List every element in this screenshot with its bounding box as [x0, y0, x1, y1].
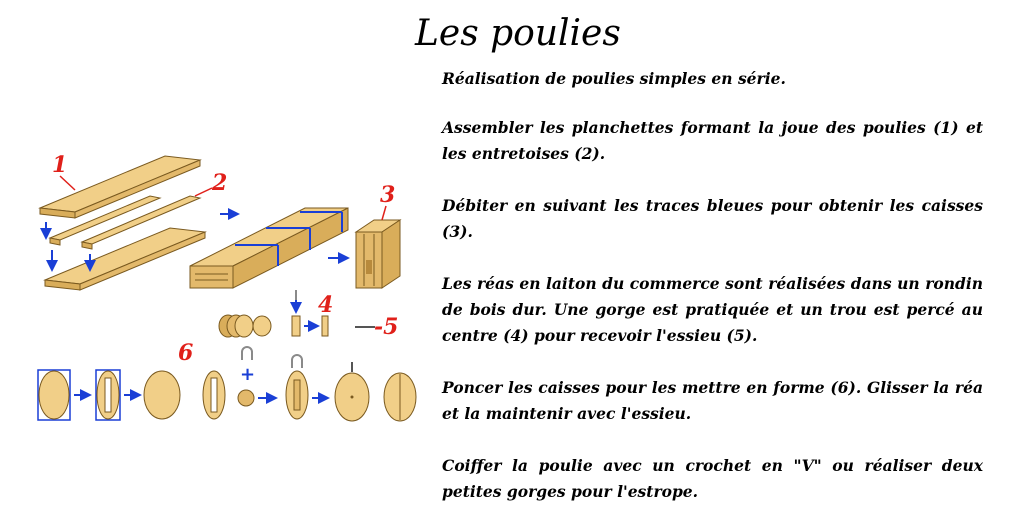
- instructions-text: Réalisation de poulies simples en série.…: [442, 66, 983, 531]
- sheave-with-hole: [321, 315, 329, 337]
- paragraph-assemble: Assembler les planchettes formant la jou…: [442, 118, 983, 163]
- assembled-block: [189, 207, 349, 289]
- paragraph-cut: Débiter en suivant les traces bleues pou…: [442, 196, 983, 241]
- label-4: 4: [318, 292, 333, 318]
- plank-cheek-1b: [43, 227, 207, 291]
- label-1: 1: [52, 152, 67, 178]
- leader-1: [59, 175, 76, 191]
- paragraph-shape: Poncer les caisses pour les mettre en fo…: [442, 378, 983, 423]
- spacer-2b: [80, 195, 202, 250]
- sheave-disc: [252, 315, 272, 337]
- leader-3: [381, 205, 387, 221]
- sheave-roll: [218, 314, 254, 338]
- label-5: -5: [374, 314, 398, 340]
- label-2: 2: [211, 170, 227, 196]
- shape-step-4: [202, 370, 226, 420]
- paragraph-intro: Réalisation de poulies simples en série.: [442, 69, 786, 88]
- page-title: Les poulies: [415, 13, 621, 54]
- pulley-box-3: [354, 219, 402, 289]
- hook-u-1: [241, 346, 253, 360]
- label-3: 3: [380, 182, 395, 208]
- shape-step-7: [383, 372, 417, 422]
- plank-cheek-1: [38, 155, 202, 219]
- label-6: 6: [178, 340, 193, 366]
- shape-step-3: [143, 370, 181, 420]
- shape-step-6: [334, 362, 370, 422]
- pulley-construction-illustration: 1 2 3 4 -5 6: [37, 152, 417, 422]
- paragraph-hook: Coiffer la poulie avec un crochet en "V"…: [442, 456, 983, 501]
- spacer-2a: [48, 195, 162, 246]
- shape-step-2: [95, 369, 121, 421]
- paragraph-sheaves: Les réas en laiton du commerce sont réal…: [442, 274, 983, 345]
- sheave-small: [237, 389, 255, 407]
- shape-step-1: [37, 369, 71, 421]
- shape-step-5: [285, 354, 309, 420]
- sheave-drilled: [291, 315, 301, 337]
- plus-sign: +: [240, 364, 255, 385]
- leader-2: [194, 187, 213, 197]
